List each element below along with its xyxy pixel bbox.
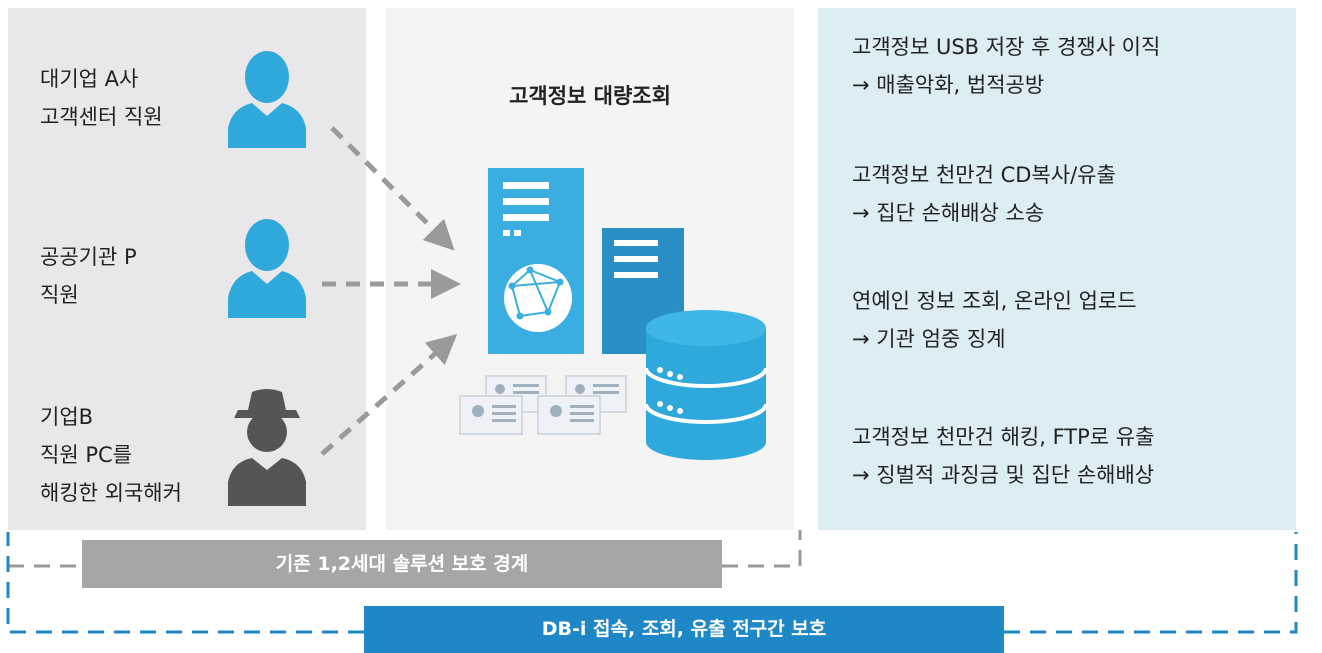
case-item: 고객정보 천만건 CD복사/유출 → 집단 손해배상 소송 [852,158,1116,230]
person-icon [228,219,306,318]
arrow-actor-3 [320,334,458,456]
case-item: 고객정보 천만건 해킹, FTP로 유출 → 징벌적 과징금 및 집단 손해배상 [852,420,1154,492]
dbi-boundary-label: DB-i 접속, 조회, 유출 전구간 보호 [364,606,1004,653]
database-icon [644,310,768,460]
legacy-boundary [8,530,802,568]
case-event: 고객정보 USB 저장 후 경쟁사 이직 [852,35,1161,59]
access-arrows [320,126,461,456]
case-event: 고객정보 천만건 해킹, FTP로 유출 [852,425,1155,449]
dbi-boundary [6,532,1298,634]
actor-label-company-a: 대기업 A사 고객센터 직원 [40,67,163,129]
case-result: → 집단 손해배상 소송 [852,201,1045,225]
id-card-icon [459,395,523,435]
incident-cases-panel [818,8,1296,530]
id-card-icon [565,375,627,413]
actor-label-foreign-hacker: 기업B 직원 PC를 해킹한 외국해커 [40,405,182,505]
legacy-boundary-label: 기존 1,2세대 솔루션 보호 경계 [82,540,722,588]
arrow-actor-1 [330,126,455,251]
id-card-icon [537,395,601,435]
case-event: 연예인 정보 조회, 온라인 업로드 [852,289,1137,313]
case-item: 고객정보 USB 저장 후 경쟁사 이직 → 매출악화, 법적공방 [852,30,1160,102]
actors-panel [8,8,366,530]
actor-label-public-agency-p: 공공기관 P 직원 [40,245,137,307]
center-title: 고객정보 대량조회 [509,84,671,108]
person-icon [228,51,306,148]
case-result: → 기관 엄중 징계 [852,327,1006,351]
case-result: → 매출악화, 법적공방 [852,73,1045,97]
case-item: 연예인 정보 조회, 온라인 업로드 → 기관 엄중 징계 [852,284,1137,356]
case-event: 고객정보 천만건 CD복사/유출 [852,163,1116,187]
hacker-icon [228,389,306,506]
case-result: → 징벌적 과징금 및 집단 손해배상 [852,463,1155,487]
globe-icon [504,264,572,332]
